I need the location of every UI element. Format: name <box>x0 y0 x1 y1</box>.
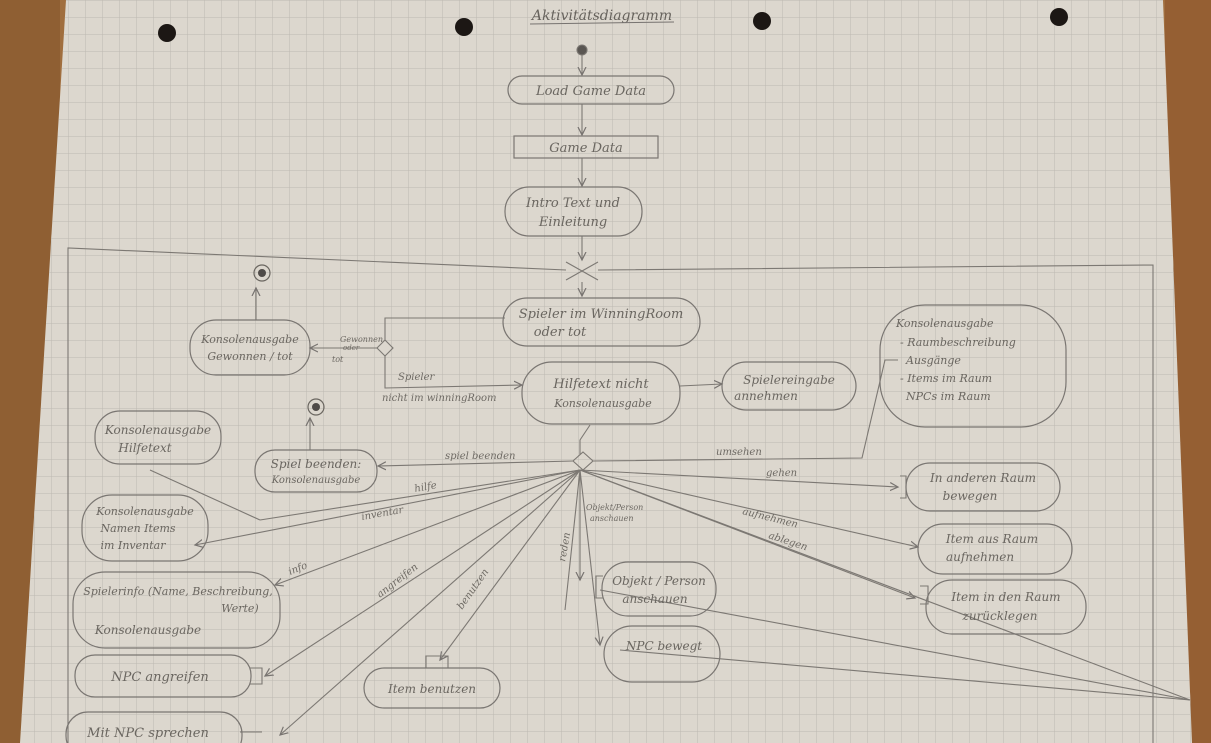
node-look <box>601 561 717 617</box>
label-room-4: - Items im Raum <box>900 372 992 385</box>
label-help-1: Hilfetext nicht <box>552 377 649 392</box>
label-room-3: Ausgänge <box>905 354 961 367</box>
label-help-2: Konsolenausgabe <box>553 397 652 410</box>
edge-reden: reden <box>557 532 573 563</box>
label-look-1: Objekt / Person <box>612 574 706 588</box>
paper-grid <box>20 0 1192 743</box>
node-intro <box>504 186 643 237</box>
label-pickup-2: aufnehmen <box>946 550 1014 564</box>
punch-hole <box>1050 8 1068 26</box>
punch-hole <box>158 24 176 42</box>
edge-hilfe: hilfe <box>414 480 438 495</box>
edge-umsehen: umsehen <box>716 447 762 458</box>
label-look-2: anschauen <box>622 592 687 606</box>
node-game-data <box>513 135 659 159</box>
node-drop <box>925 579 1087 635</box>
label-room-2: - Raumbeschreibung <box>900 336 1016 349</box>
label-npc-1: NPC bewegt <box>625 639 702 653</box>
edge-won-a: Gewonnen <box>340 335 383 344</box>
label-use: Item benutzen <box>387 682 476 696</box>
node-move <box>905 462 1061 512</box>
edge-notwin-2: nicht im winningRoom <box>382 393 496 404</box>
label-helptext-1: Konsolenausgabe <box>104 423 211 437</box>
label-info-3: Konsolenausgabe <box>94 623 201 637</box>
node-winning-room <box>502 297 701 347</box>
node-help-console <box>521 361 681 425</box>
node-use <box>363 667 501 709</box>
label-room-1: Konsolenausgabe <box>895 317 994 330</box>
label-gamedata: Game Data <box>549 141 622 156</box>
end-node-won-core <box>258 269 266 277</box>
label-drop-1: Item in den Raum <box>950 590 1060 604</box>
label-load: Load Game Data <box>535 84 646 99</box>
punch-hole <box>753 12 771 30</box>
label-attack: NPC angreifen <box>110 670 209 685</box>
label-end-2: Konsolenausgabe <box>271 475 361 486</box>
title-underline <box>529 21 675 25</box>
label-drop-2: zurücklegen <box>962 609 1038 623</box>
start-node <box>576 44 588 56</box>
node-room-output <box>879 304 1067 428</box>
edge-notwin-1: Spieler <box>398 372 435 383</box>
label-input-1: Spielereingabe <box>743 373 835 387</box>
node-npc <box>603 625 721 683</box>
label-pickup-1: Item aus Raum <box>945 532 1038 546</box>
label-end-1: Spiel beenden: <box>271 457 362 471</box>
label-intro-2: Einleitung <box>538 215 607 230</box>
edge-won-c: oder <box>343 344 360 352</box>
label-helptext-2: Hilfetext <box>117 441 171 455</box>
label-move-1: In anderen Raum <box>929 471 1036 485</box>
label-info-1: Spielerinfo (Name, Beschreibung, <box>83 585 273 598</box>
diagram-title: Aktivitätsdiagramm <box>530 8 672 24</box>
edge-gehen: gehen <box>766 468 797 479</box>
label-input-2: annehmen <box>734 389 798 403</box>
node-talk <box>65 711 243 743</box>
end-node-quit <box>307 398 325 416</box>
label-won-1: Konsolenausgabe <box>200 333 299 346</box>
edge-quit: spiel beenden <box>445 451 515 462</box>
label-winning-1: Spieler im WinningRoom <box>519 307 684 322</box>
node-items <box>81 494 209 562</box>
label-items-3: im Inventar <box>101 539 167 552</box>
end-node-won <box>253 264 271 282</box>
label-talk: Mit NPC sprechen <box>86 726 209 741</box>
label-items-2: Namen Items <box>99 522 175 535</box>
node-pickup <box>917 523 1073 575</box>
node-won <box>189 319 311 376</box>
node-input <box>721 361 857 411</box>
label-won-2: Gewonnen / tot <box>207 350 293 363</box>
edge-look-b: anschauen <box>590 514 633 523</box>
edge-look: Objekt/Person <box>586 503 643 512</box>
label-move-2: bewegen <box>943 489 998 503</box>
node-end <box>254 449 378 493</box>
end-node-quit-core <box>312 403 320 411</box>
node-attack <box>74 654 252 698</box>
node-load-game-data <box>507 75 675 105</box>
label-intro-1: Intro Text und <box>525 196 620 211</box>
label-items-1: Konsolenausgabe <box>95 505 194 518</box>
node-helptext <box>94 410 222 465</box>
label-room-5: NPCs im Raum <box>905 390 991 403</box>
punch-hole <box>455 18 473 36</box>
label-winning-2: oder tot <box>534 325 587 340</box>
label-info-2: Werte) <box>221 602 258 615</box>
node-info <box>72 571 281 649</box>
edge-won-b: tot <box>332 355 344 364</box>
